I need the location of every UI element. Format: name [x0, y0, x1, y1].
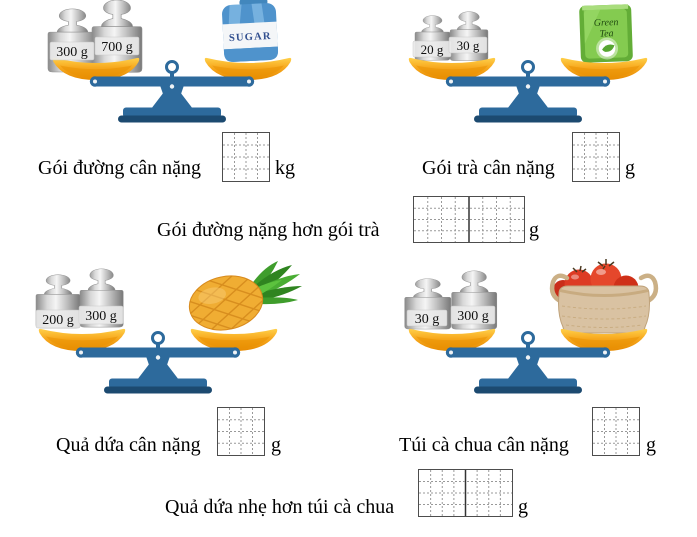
question-pineapple-weight: Quả dứa cân nặng [56, 434, 201, 456]
question-tomato-weight: Túi cà chua cân nặng [399, 434, 569, 456]
answer-grid[interactable] [572, 132, 620, 182]
unit-label: kg [275, 157, 295, 179]
weight-label-plate [406, 309, 448, 327]
question-tea-weight: Gói trà cân nặng [422, 157, 555, 179]
unit-label: g [646, 434, 656, 456]
weight-label-plate [94, 36, 140, 56]
unit-label: g [518, 496, 528, 518]
weight-label-plate [448, 36, 488, 54]
balance-scale-tea: Green Tea 20 g 30 g [408, 4, 648, 124]
balance-scale-pineapple: 200 g 300 g [35, 261, 302, 395]
sugar-bag-icon: SUGAR [222, 0, 279, 62]
tomato-bag-icon [549, 259, 659, 334]
unit-label: g [625, 157, 635, 179]
answer-grid[interactable] [222, 132, 270, 182]
weight-label: 300 g [85, 309, 117, 324]
weight-label: 300 g [457, 309, 489, 324]
weight-label: 20 g [421, 42, 444, 57]
unit-label: g [529, 219, 539, 241]
weight-label-plate [49, 41, 95, 61]
question-sugar-vs-tea: Gói đường nặng hơn gói trà [157, 219, 380, 241]
question-sugar-weight: Gói đường cân nặng [38, 157, 202, 179]
green-tea-packet-icon: Green Tea [579, 4, 633, 63]
balance-scale-sugar: SUGAR 300 g 700 g [47, 0, 292, 124]
unit-label: g [271, 434, 281, 456]
weight-label-plate [450, 305, 496, 325]
pineapple-icon [184, 261, 302, 337]
answer-grid[interactable] [592, 407, 640, 456]
weight-label: 700 g [101, 40, 133, 55]
weight-icon [449, 11, 489, 61]
balance-scale-tomato: 30 g 300 g [404, 259, 659, 395]
weight-label: 200 g [42, 313, 74, 328]
tea-label-line1: Green [594, 17, 619, 29]
tea-label-line2: Tea [599, 28, 613, 39]
sugar-label: SUGAR [229, 31, 272, 44]
answer-grid[interactable] [418, 469, 513, 517]
weight-label: 30 g [457, 38, 480, 53]
question-pineapple-vs-tomato: Quả dứa nhẹ hơn túi cà chua [165, 496, 395, 518]
weight-label: 30 g [415, 312, 440, 327]
answer-grid[interactable] [217, 407, 265, 456]
weight-label-plate [78, 305, 124, 325]
answer-grid[interactable] [413, 196, 525, 243]
weight-label: 300 g [56, 45, 88, 60]
